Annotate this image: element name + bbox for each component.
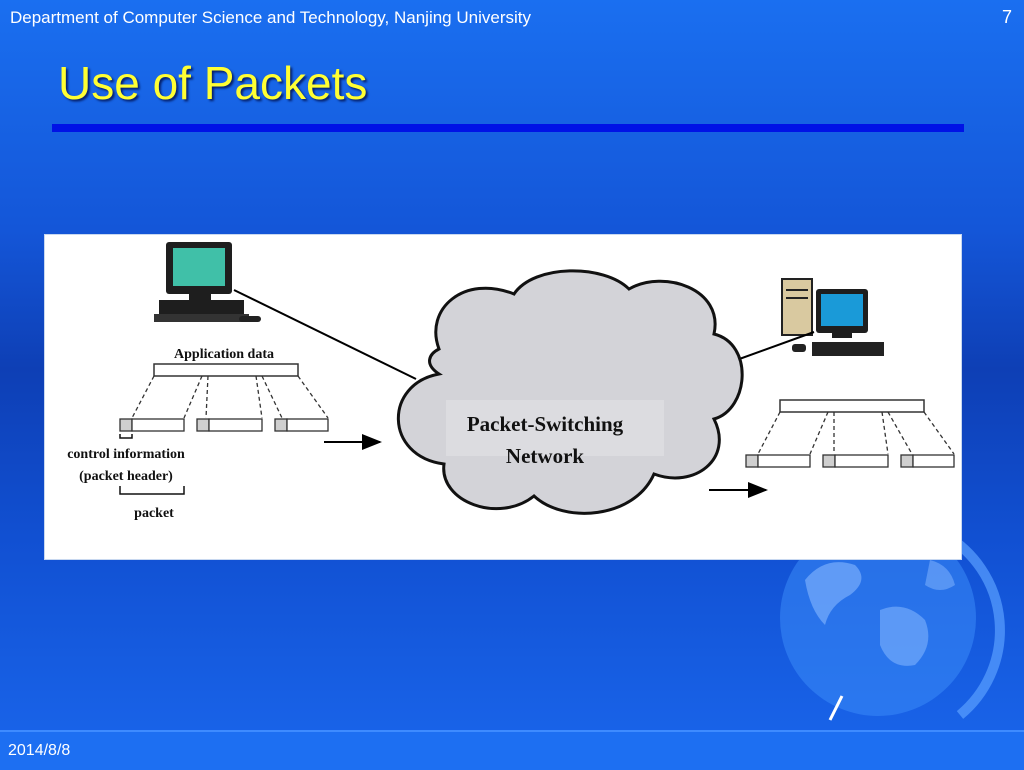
tower-computer-icon <box>781 278 884 356</box>
control-information-label: control information <box>67 447 185 462</box>
footer-bar <box>0 730 1024 770</box>
globe-icon <box>780 520 1005 745</box>
network-label-line1: Packet-Switching <box>467 412 624 436</box>
network-label-line2: Network <box>506 444 584 468</box>
application-data-label: Application data <box>174 347 274 362</box>
application-data-block <box>153 363 299 377</box>
title-rule <box>52 124 964 132</box>
receiver-packets <box>745 454 955 468</box>
desktop-computer-icon <box>154 242 261 322</box>
received-data-block <box>779 399 925 413</box>
header-department: Department of Computer Science and Techn… <box>10 8 531 27</box>
packet-label: packet <box>134 506 174 521</box>
slide-number: 7 <box>1001 7 1012 27</box>
packet-header-label: (packet header) <box>79 469 173 484</box>
footer-date: 2014/8/8 <box>8 742 71 759</box>
sender-packets <box>119 418 329 432</box>
network-cloud <box>396 269 744 515</box>
packet-switching-diagram: Packet-Switching Network Application dat… <box>44 234 962 560</box>
slide-title: Use of Packets <box>58 57 368 109</box>
